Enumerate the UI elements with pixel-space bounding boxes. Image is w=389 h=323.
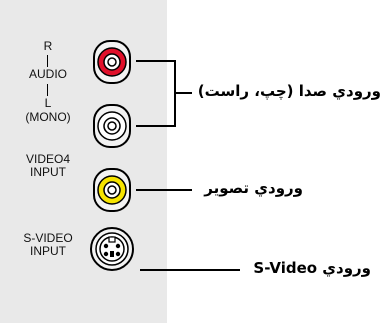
audio-r-label: R	[43, 39, 53, 53]
audio-input-callout: ورودي صدا (چپ، راست)	[197, 82, 381, 100]
audio-label: AUDIO	[28, 67, 67, 81]
svideo-leader-line	[140, 269, 240, 271]
audio-l-label: L	[44, 96, 52, 110]
video-leader-line	[136, 189, 192, 191]
video4-label-line2: INPUT	[30, 165, 66, 179]
connector-panel	[0, 0, 167, 323]
audio-r-red-jack	[93, 40, 131, 84]
audio-bracket-vertical	[174, 60, 176, 127]
audio-leader-line	[176, 92, 192, 94]
video-input-callout: ورودي تصوير	[204, 179, 303, 197]
audio-bracket-top	[136, 60, 176, 62]
svideo-input-callout: ورودي S-Video	[253, 259, 371, 277]
mono-label: (MONO)	[25, 110, 71, 124]
svideo-label-line2: INPUT	[30, 244, 66, 258]
audio-bracket-bottom	[136, 125, 176, 127]
audio-r-connector-line	[47, 55, 48, 67]
svideo-jack	[90, 227, 134, 271]
video4-yellow-jack	[93, 168, 131, 212]
svideo-label-line1: S-VIDEO	[23, 231, 73, 245]
audio-l-white-jack	[93, 104, 131, 148]
audio-l-connector-line	[47, 84, 48, 96]
video4-label-line1: VIDEO4	[25, 152, 70, 166]
